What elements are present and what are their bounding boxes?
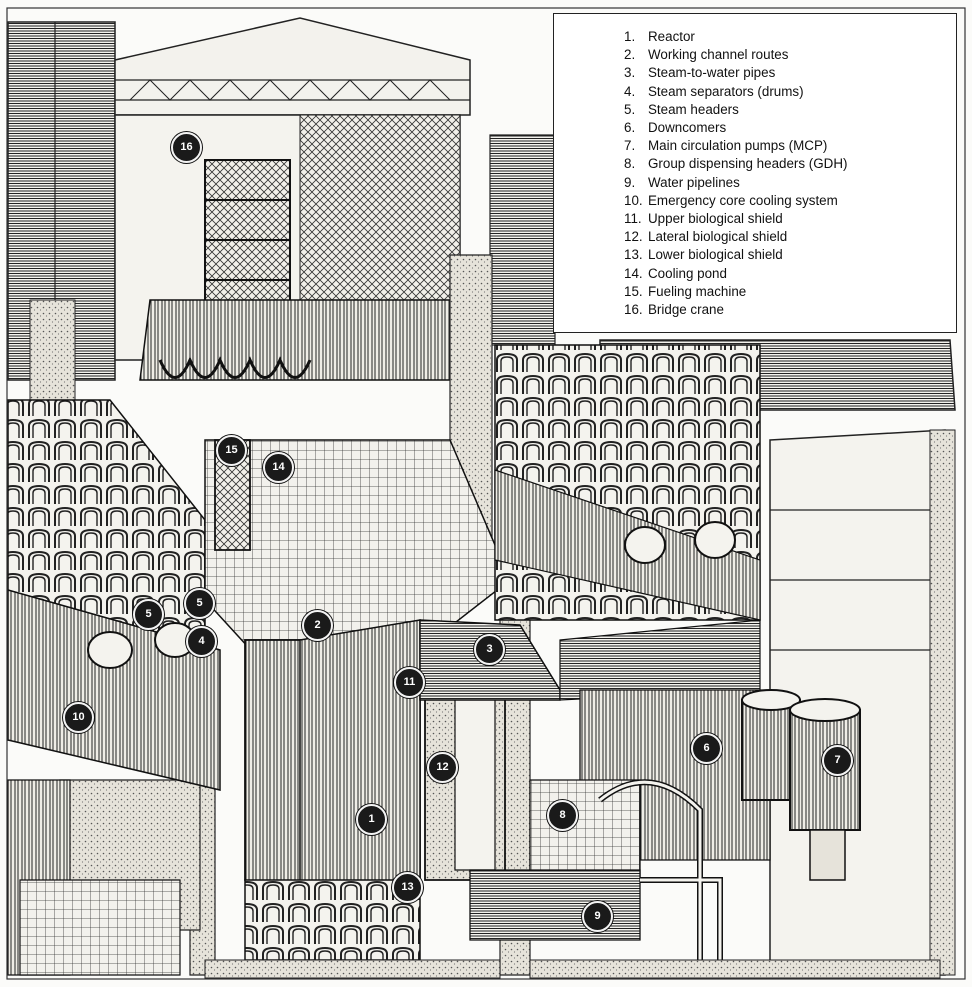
legend-number: 1. — [624, 29, 636, 44]
legend-label: Cooling pond — [648, 265, 727, 281]
marker-steam-to-water-pipes: 3 — [474, 634, 505, 665]
legend-number: 2. — [624, 47, 636, 63]
legend-number: 12. — [624, 229, 643, 245]
legend-label: Lower biological shield — [648, 247, 783, 263]
legend-number: 3. — [624, 65, 636, 81]
legend-label: Water pipelines — [648, 174, 740, 190]
legend-number: 10. — [624, 192, 643, 208]
legend-label: Main circulation pumps (MCP) — [648, 138, 828, 154]
legend-number: 13. — [624, 247, 643, 263]
legend-item: 8. Group dispensing headers (GDH) — [624, 155, 956, 173]
marker-bridge-crane: 16 — [171, 132, 202, 163]
legend-label: Bridge crane — [648, 302, 724, 318]
marker-emergency-core-cooling: 10 — [63, 702, 94, 733]
marker-main-circulation-pumps: 7 — [822, 745, 853, 776]
legend-item: 11. Upper biological shield — [624, 210, 956, 228]
legend-item: 4. Steam separators (drums) — [624, 83, 956, 101]
legend-number: 9. — [624, 174, 636, 190]
marker-downcomers: 6 — [691, 733, 722, 764]
legend-list: 1. Reactor 2. Working channel routes 3. Ste… — [554, 14, 956, 319]
marker-group-dispensing-headers: 8 — [547, 800, 578, 831]
legend-item: 15. Fueling machine — [624, 283, 956, 301]
legend-number: 5. — [624, 101, 636, 117]
legend-label: Steam headers — [648, 101, 739, 117]
legend-item: 6. Downcomers — [624, 119, 956, 137]
legend-number: 15. — [624, 283, 643, 299]
legend-item: 5. Steam headers — [624, 101, 956, 119]
legend-item: 14. Cooling pond — [624, 265, 956, 283]
legend-label: Upper biological shield — [648, 211, 783, 227]
legend-label: Working channel routes — [648, 47, 789, 63]
legend-item: 1. Reactor — [624, 28, 956, 46]
marker-upper-biological-shield: 11 — [394, 667, 425, 698]
legend-label: Fueling machine — [648, 283, 747, 299]
marker-reactor: 1 — [356, 804, 387, 835]
marker-fueling-machine: 15 — [216, 435, 247, 466]
legend-item: 7. Main circulation pumps (MCP) — [624, 137, 956, 155]
legend-number: 4. — [624, 83, 636, 99]
legend-label: Reactor — [648, 29, 695, 44]
legend-label: Emergency core cooling system — [648, 192, 838, 208]
marker-steam-separators: 4 — [186, 626, 217, 657]
legend-number: 14. — [624, 265, 643, 281]
legend-item: 9. Water pipelines — [624, 174, 956, 192]
marker-cooling-pond: 14 — [263, 452, 294, 483]
legend-item: 2. Working channel routes — [624, 46, 956, 64]
legend-number: 6. — [624, 120, 636, 136]
legend-label: Lateral biological shield — [648, 229, 788, 245]
legend-label: Steam-to-water pipes — [648, 65, 776, 81]
marker-steam-headers-2: 5 — [184, 588, 215, 619]
marker-lower-biological-shield: 13 — [392, 872, 423, 903]
legend-number: 8. — [624, 156, 636, 172]
legend-label: Downcomers — [648, 120, 727, 136]
legend-label: Steam separators (drums) — [648, 83, 804, 99]
marker-steam-headers: 5 — [133, 599, 164, 630]
legend-number: 7. — [624, 138, 636, 154]
marker-lateral-biological-shield: 12 — [427, 752, 458, 783]
legend-item: 12. Lateral biological shield — [624, 228, 956, 246]
legend-number: 11. — [624, 211, 642, 227]
legend-number: 16. — [624, 302, 643, 318]
marker-working-channel-routes: 2 — [302, 610, 333, 641]
legend-box: 1. Reactor 2. Working channel routes 3. Ste… — [553, 13, 957, 333]
legend-item: 10. Emergency core cooling system — [624, 192, 956, 210]
legend-label: Group dispensing headers (GDH) — [648, 156, 848, 172]
legend-item: 16. Bridge crane — [624, 301, 956, 319]
marker-water-pipelines: 9 — [582, 901, 613, 932]
legend-item: 3. Steam-to-water pipes — [624, 64, 956, 82]
legend-item: 13. Lower biological shield — [624, 246, 956, 264]
